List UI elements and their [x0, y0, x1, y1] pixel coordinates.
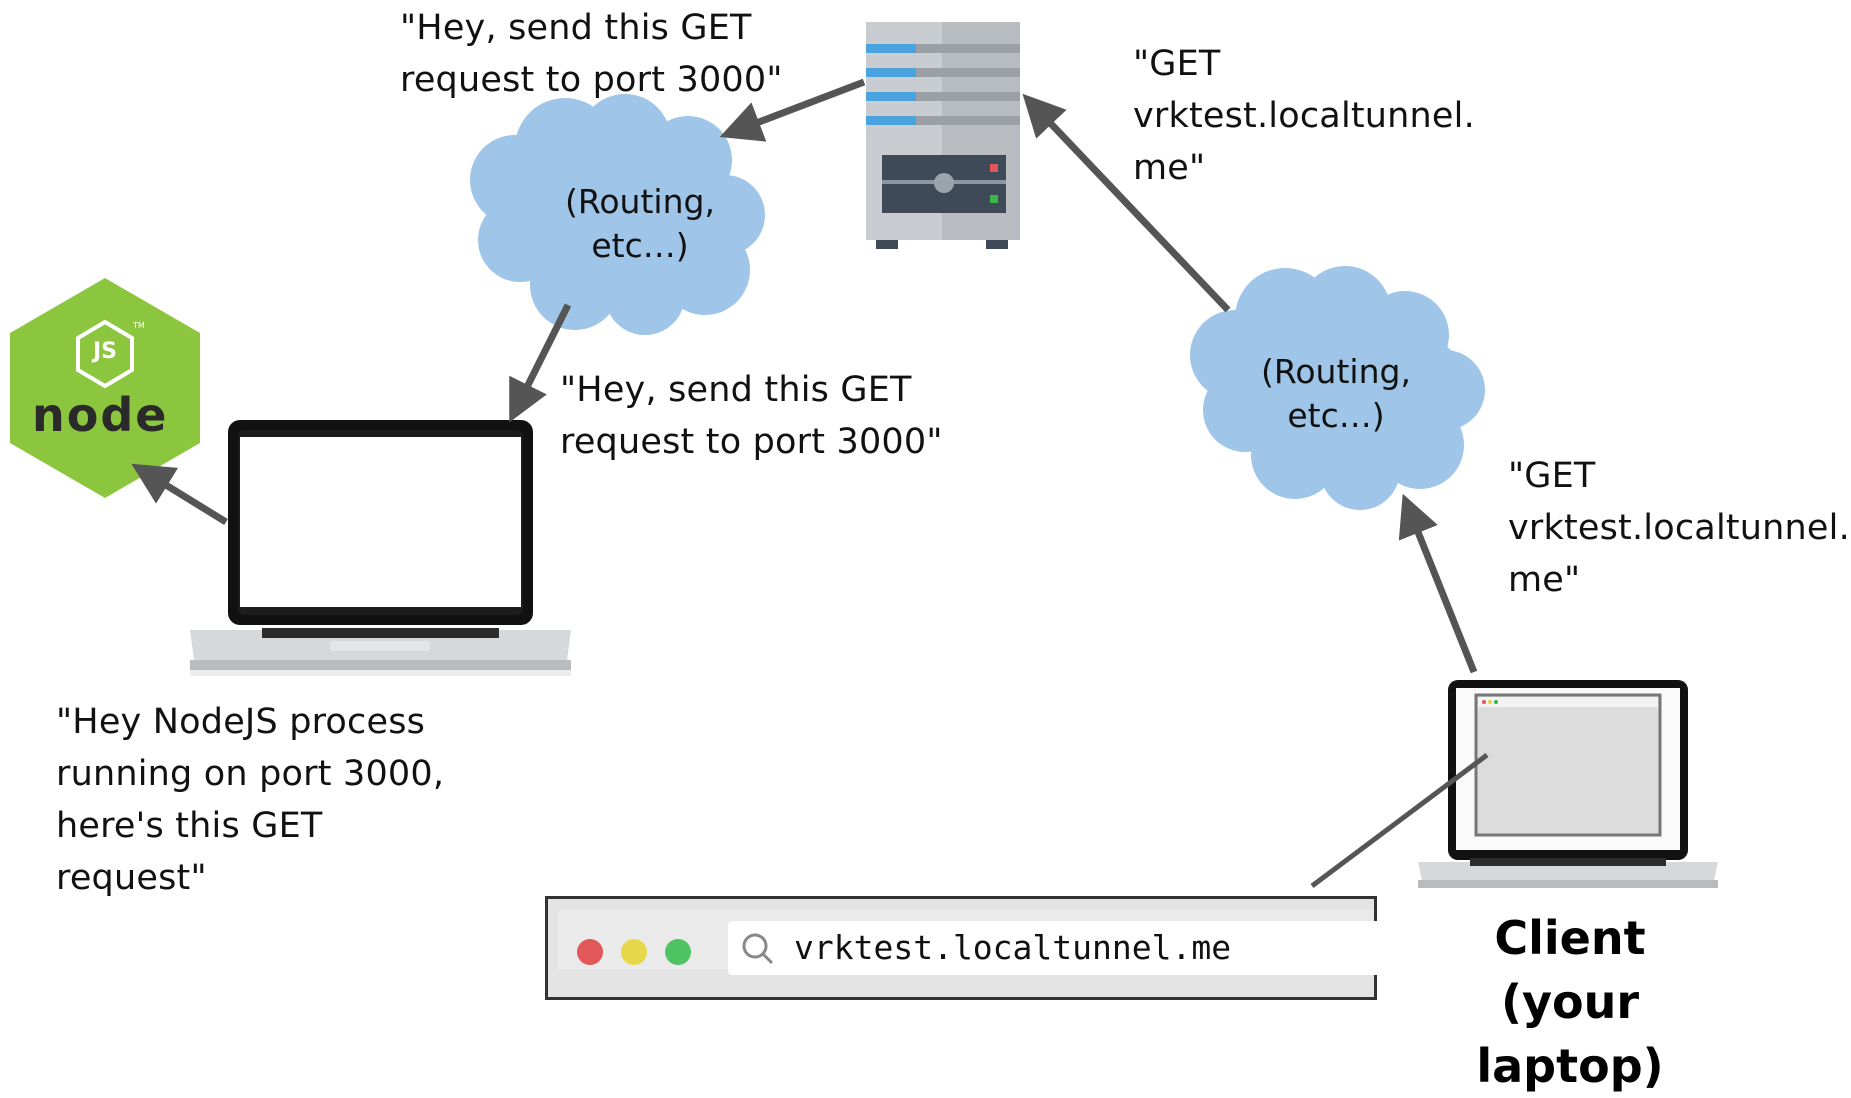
nodejs-trademark: TM — [133, 321, 145, 330]
diagram-canvas — [10, 22, 1718, 889]
arrow-cloud-to-server — [1022, 93, 1231, 313]
client-title: Client (your laptop) — [1476, 911, 1664, 1093]
server-laptop-icon — [190, 420, 571, 676]
nodejs-wordmark: node — [32, 388, 169, 442]
arrow-cloud-to-laptop — [509, 303, 572, 423]
cloud-left — [470, 94, 765, 335]
label-cloud-to-laptop: "Hey, send this GET request to port 3000… — [560, 370, 943, 462]
arrow-client-to-cloud — [1398, 493, 1478, 674]
cloud-left-label: (Routing, etc…) — [565, 182, 715, 265]
minimize-window-dot[interactable] — [621, 939, 647, 965]
browser-window: vrktest.localtunnel.me — [545, 896, 1388, 1000]
label-server-to-cloud: "Hey, send this GET request to port 3000… — [400, 8, 783, 100]
search-icon — [742, 933, 774, 965]
cloud-right-label: (Routing, etc…) — [1261, 352, 1411, 435]
arrows — [131, 78, 1489, 889]
address-bar-url: vrktest.localtunnel.me — [794, 928, 1232, 967]
maximize-window-dot[interactable] — [665, 939, 691, 965]
label-client-to-cloud: "GET vrktest.localtunnel. me" — [1508, 456, 1850, 600]
server-icon — [866, 22, 1020, 249]
arrow-server-to-cloud — [719, 78, 866, 142]
nodejs-badge-text: JS — [92, 339, 118, 364]
address-bar[interactable]: vrktest.localtunnel.me — [728, 921, 1388, 975]
label-laptop-to-node: "Hey NodeJS process running on port 3000… — [56, 702, 445, 898]
close-window-dot[interactable] — [577, 939, 603, 965]
nodejs-logo — [10, 278, 200, 498]
connector-browser-to-screen — [1310, 752, 1489, 889]
cloud-right — [1190, 266, 1485, 510]
client-laptop-icon — [1418, 680, 1718, 888]
arrow-laptop-to-node — [131, 463, 228, 525]
label-client-to-server: "GET vrktest.localtunnel. me" — [1133, 44, 1475, 188]
browser-toolbar: vrktest.localtunnel.me — [558, 909, 1388, 975]
